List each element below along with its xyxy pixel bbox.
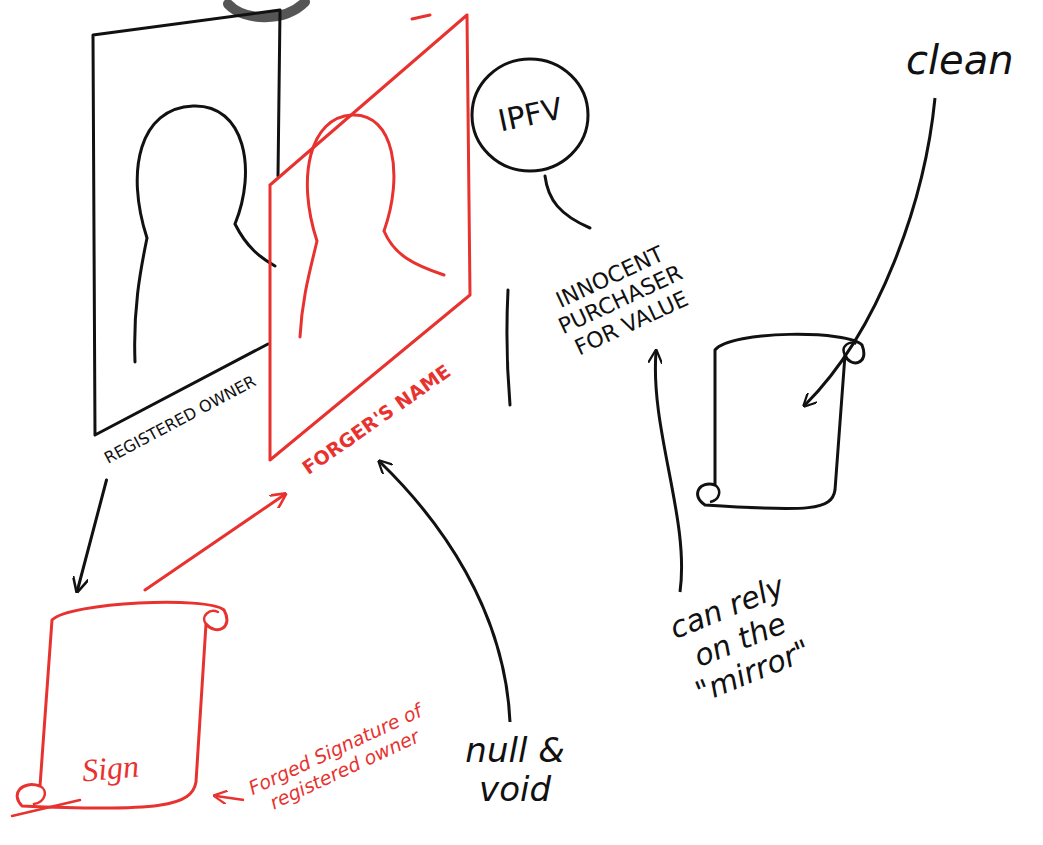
outline-stroke bbox=[135, 106, 275, 362]
forged-document: Sign bbox=[10, 590, 235, 825]
void-note: null & void bbox=[445, 731, 585, 809]
forged-transfer-arrow bbox=[145, 495, 284, 590]
outline-stroke bbox=[300, 115, 444, 337]
leader-arrow bbox=[380, 462, 510, 722]
forger-portrait-frame: FORGER'S NAME bbox=[262, 5, 482, 495]
outline-stroke bbox=[12, 611, 218, 816]
purchaser-head: IPFV bbox=[468, 55, 593, 175]
leader-arrow bbox=[216, 796, 244, 800]
mirror-note: can rely on the "mirror" bbox=[646, 562, 833, 718]
outline-stroke bbox=[472, 59, 588, 171]
outline-stroke bbox=[93, 10, 280, 435]
forged-signature: Sign bbox=[80, 747, 140, 789]
owner-portrait-frame: REGISTERED OWNER bbox=[85, 10, 300, 480]
head-label: IPFV bbox=[495, 91, 565, 138]
purchaser-note: INNOCENT PURCHASER FOR VALUE bbox=[529, 231, 711, 370]
clean-document bbox=[698, 334, 864, 508]
leader-arrow bbox=[805, 98, 935, 405]
leader-arrow bbox=[655, 352, 681, 592]
document-curl bbox=[710, 343, 856, 502]
forger-name: FORGER'S NAME bbox=[299, 361, 455, 480]
outline-stroke bbox=[270, 15, 470, 460]
node-outline bbox=[10, 590, 235, 825]
purchaser-neck bbox=[545, 176, 590, 228]
forgery-note: Forged Signature of registered owner bbox=[245, 700, 436, 820]
transfer-arrow bbox=[78, 480, 107, 590]
outline-stroke bbox=[17, 602, 227, 808]
purchaser-body bbox=[507, 290, 510, 405]
clean-note: clean bbox=[906, 37, 1014, 83]
